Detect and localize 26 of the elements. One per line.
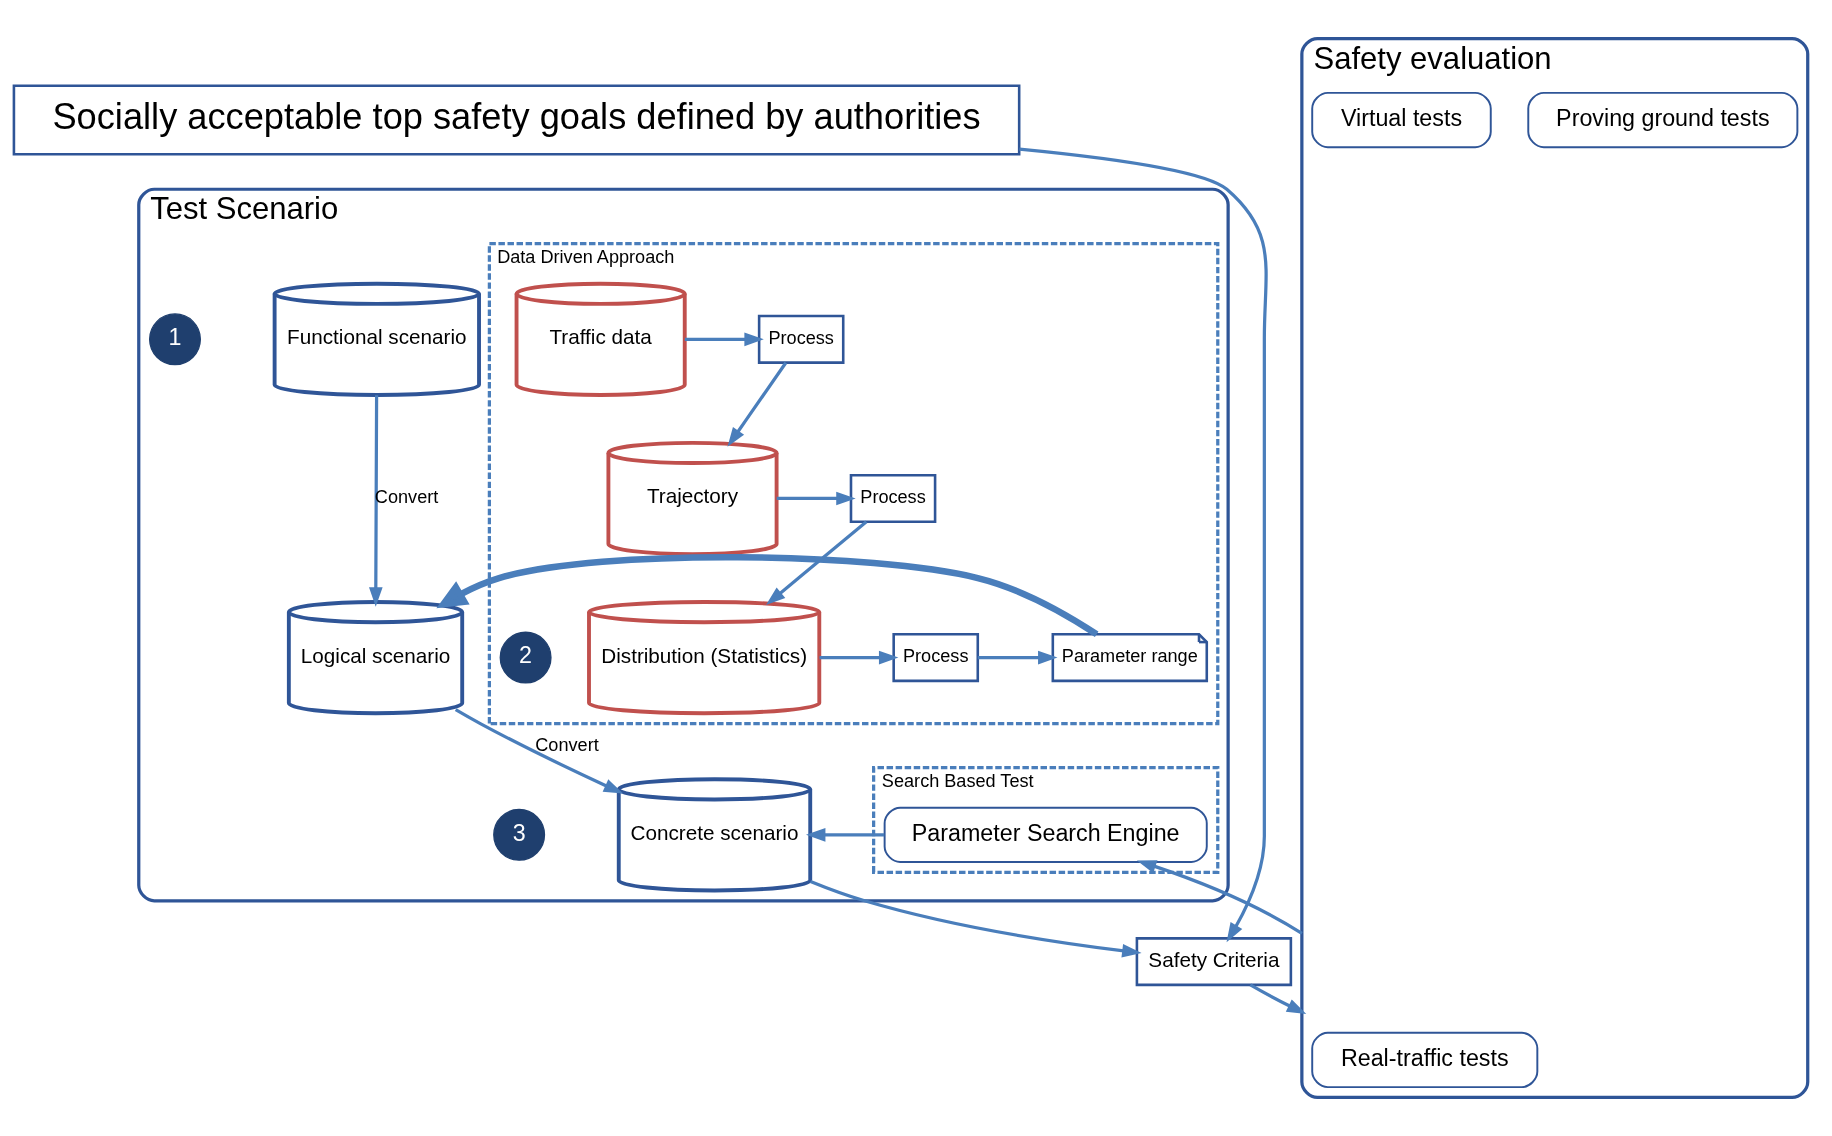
node-circle: 2 [499,631,552,684]
node-box: Safety Criteria [1135,937,1293,987]
arrow [727,361,788,447]
edge-label: Convert [535,735,599,755]
arrow [977,650,1058,665]
arrow [1249,983,1307,1014]
arrow [1019,147,1268,943]
node-box: Process [849,473,937,524]
arrow [684,332,764,347]
node-box: Virtual tests [1311,91,1492,149]
arrow [806,828,885,842]
arrow [454,708,624,794]
arrow [436,554,1099,637]
node-box: Parameter Search Engine [883,806,1208,863]
arrow [809,880,1142,958]
node-box: Real-traffic tests [1311,1031,1539,1089]
arrow [766,520,868,606]
node-circle: 3 [493,808,546,861]
node-box: Socially acceptable top safety goals defined by authorities [12,84,1021,156]
node-circle: 1 [149,313,201,366]
arrow [369,395,383,607]
arrow [776,491,856,506]
arrow [819,650,899,665]
node-box: Process [757,314,845,364]
node-box: Process [892,633,980,683]
node-box: Proving ground tests [1527,91,1799,149]
